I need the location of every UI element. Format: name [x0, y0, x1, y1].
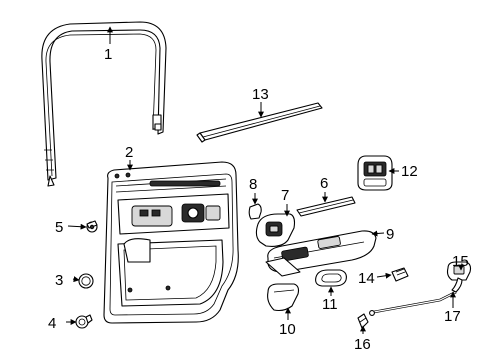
callout-8: 8	[249, 176, 257, 193]
callout-6: 6	[320, 175, 328, 192]
door-trim-panel	[103, 161, 239, 324]
push-in-retainer	[75, 314, 93, 329]
wire-clip	[391, 267, 409, 282]
callout-16: 16	[354, 336, 371, 353]
leader-14	[376, 272, 392, 279]
upper-trim-strip	[296, 196, 356, 217]
door-weatherstrip-seal	[41, 21, 167, 187]
callout-4: 4	[48, 315, 56, 332]
callout-11: 11	[322, 296, 338, 313]
window-switch-module	[357, 155, 393, 191]
round-plug-button	[78, 273, 94, 289]
callout-5: 5	[55, 219, 63, 236]
callout-1: 1	[104, 46, 112, 63]
pull-cup	[267, 283, 300, 312]
leader-3	[72, 276, 80, 283]
callout-2: 2	[125, 144, 133, 161]
leader-5	[67, 223, 87, 230]
callout-12: 12	[401, 163, 418, 180]
leader-9	[371, 230, 385, 237]
small-retaining-clip	[357, 313, 369, 329]
armrest-assembly	[265, 230, 377, 277]
callout-17: 17	[444, 308, 461, 325]
callout-10: 10	[279, 321, 296, 338]
callout-14: 14	[358, 270, 375, 287]
callout-15: 15	[452, 253, 469, 270]
belt-molding-strip	[196, 102, 323, 143]
lock-knob-bezel	[315, 269, 347, 287]
trim-panel-screw	[86, 220, 98, 233]
callout-3: 3	[55, 272, 63, 289]
callout-labels: 1 2 3 4 5 6 7 8 9 10 11 12 13 14 15 16 1…	[48, 46, 469, 353]
inside-handle-bezel	[255, 213, 296, 247]
callout-9: 9	[386, 226, 394, 243]
leader-lines	[66, 26, 464, 334]
callout-7: 7	[281, 187, 289, 204]
callout-13: 13	[252, 86, 269, 103]
bumper-pad	[248, 203, 262, 220]
